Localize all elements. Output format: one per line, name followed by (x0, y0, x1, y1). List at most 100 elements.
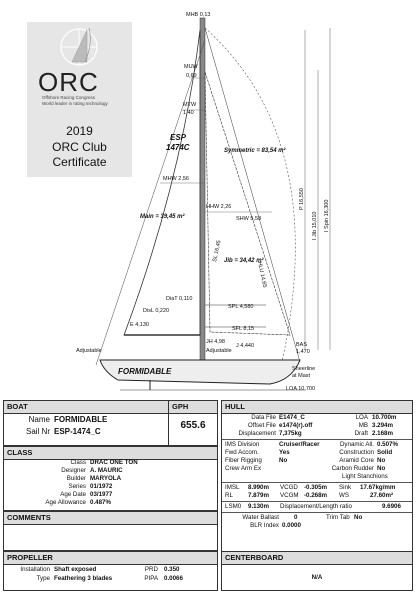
hull-label-aramid-core: Aramid Core (339, 457, 374, 464)
label-mhb: MHB 0,13 (186, 12, 210, 18)
hull-label-vcgm: VCGM (280, 492, 299, 499)
certificate-title: ORC Club (52, 140, 107, 154)
hull-value-aramid-core: No (377, 457, 386, 464)
hull-value-imsl: 8.990m (248, 484, 269, 491)
hull-value-carbon-rudder: No (377, 465, 386, 472)
label-muw: MUW (184, 64, 199, 70)
hull-label-mb: MB (358, 422, 368, 429)
hull-value-rl: 7.879m (248, 492, 269, 499)
hull-label-fwd-accom: Fwd Accom. (225, 449, 259, 456)
label-sheerline: Sheerline (292, 366, 315, 372)
hull-value-sink: 17.67kg/mm (360, 484, 396, 491)
hull-value-mb: 3.294m (372, 422, 393, 429)
propeller-panel: PROPELLER Installation Shaft exposed PRD… (3, 551, 218, 591)
hull-value-construction: Solid (377, 449, 393, 456)
label-shw: SHW 5,58 (236, 216, 261, 222)
label-mhw: MHW 2,56 (163, 176, 189, 182)
hull-value-ws: 27.60m² (370, 492, 394, 499)
comments-header: COMMENTS (4, 512, 217, 525)
propeller-label-installation: Installation (20, 566, 50, 573)
label-loa: LOA 10,700 (286, 386, 315, 392)
orc-brand: ORC (38, 67, 99, 97)
hull-value-fiber-rigging: No (279, 457, 288, 464)
label-disl: DisL 0,220 (143, 308, 169, 314)
propeller-value-installation: Shaft exposed (54, 566, 97, 573)
hull-label-construction: Construction (339, 449, 374, 456)
hull-label-ratio: Displacement/Length ratio (280, 503, 352, 510)
hull-label-blr: BLR Index (250, 522, 279, 529)
hull-label-loa: LOA (355, 414, 368, 421)
hull-value-fwd-accom: Yes (279, 449, 290, 456)
class-value-builder: MARYOLA (90, 475, 122, 482)
centerboard-header: CENTERBOARD (222, 552, 412, 565)
boat-name-label: Name (28, 415, 50, 424)
hull-value-blr: 0.0000 (282, 522, 301, 529)
class-label-age-allowance: Age Allowance (45, 499, 86, 506)
label-jib-area: Jib = 34,42 m² (224, 257, 265, 264)
class-label-age-date: Age Date (60, 491, 86, 498)
label-sail-id-1: ESP (170, 133, 187, 142)
hull-panel: HULL Data File E1474_C LOA 10.700m Offse… (221, 400, 413, 579)
gph-panel: GPH 655.6 (168, 400, 218, 446)
sail-number-value: ESP-1474_C (54, 427, 101, 436)
hull-value-draft: 2.168m (372, 430, 393, 437)
label-mtw: MTW (183, 102, 197, 108)
hull-label-crew-arm: Crew Arm Ex (225, 465, 262, 472)
centerboard-box: CENTERBOARD N/A (221, 551, 413, 591)
certificate-year: 2019 (66, 124, 93, 138)
hull-label-data-file: Data File (251, 414, 276, 421)
label-adjustable-1: Adjustable (76, 348, 102, 354)
hull-value-water-ballast: 0 (294, 514, 298, 521)
label-e: E 4,130 (130, 322, 149, 328)
propeller-value-pipa: 0.0066 (164, 575, 183, 582)
hull-label-trim-tab: Trim Tab (326, 514, 350, 521)
label-muw-value: 0,69 (186, 73, 197, 79)
propeller-label-pipa: PIPA (144, 575, 158, 582)
hull-value-ims-division: Cruiser/Racer (279, 441, 320, 448)
propeller-value-prd: 0.350 (164, 566, 180, 573)
label-main-area: Main = 39,45 m² (140, 213, 186, 220)
orc-sail-emblem-icon (60, 27, 98, 66)
class-value-series: 01/1972 (90, 483, 113, 490)
hull-value-offset-file: e1474(r).off (279, 422, 313, 429)
hull-label-ws: WS (339, 492, 349, 499)
label-bas-value: 1,470 (296, 349, 310, 355)
comments-panel: COMMENTS (3, 511, 218, 551)
hull-label-rl: RL (225, 492, 233, 499)
label-ispin: I Spin 16,300 (324, 200, 330, 232)
hull-label-water-ballast: Water Ballast (242, 514, 279, 521)
label-bas: BAS (296, 342, 307, 348)
sail-plan-drawing: MHB 0,13 MUW 0,69 MTW 1,40 ESP 1474C Sym… (76, 12, 331, 392)
class-header: CLASS (4, 447, 217, 460)
hull-label-lsm0: LSM0 (225, 503, 242, 510)
class-label-class: Class (70, 459, 86, 466)
label-adjustable-2: Adjustable (206, 348, 232, 354)
class-value-class: DRAC ONE TON (90, 459, 138, 466)
label-hlu: HLU 14,65 (256, 261, 267, 288)
hull-label-fiber-rigging: Fiber Rigging (225, 457, 262, 464)
hull-value-ratio: 9.6906 (382, 503, 401, 510)
hull-header: HULL (222, 401, 412, 414)
label-j: J 4,440 (236, 343, 254, 349)
orc-tagline-2: World leader in rating technology (42, 101, 108, 106)
hull-label-carbon-rudder: Carbon Rudder (331, 465, 374, 472)
certificate-word: Certificate (52, 155, 107, 169)
hull-label-imsl: IMSL (225, 484, 240, 491)
class-label-builder: Builder (66, 475, 86, 482)
label-ijib: I Jib 15,010 (312, 212, 318, 240)
label-at-mast: at Mast (292, 373, 311, 379)
boat-header: BOAT (4, 401, 168, 414)
label-jh: JH 4,98 (206, 339, 225, 345)
boat-panel: BOAT Name FORMIDABLE Sail Nr ESP-1474_C (3, 400, 169, 446)
label-sl: SL 16,45 (212, 240, 222, 263)
label-symmetric: Symmetric = 83,54 m² (224, 147, 287, 154)
label-p: P 16,550 (299, 188, 305, 210)
label-hhw: HHW 2,26 (206, 204, 231, 210)
propeller-header: PROPELLER (4, 552, 217, 565)
label-spl: SPL 4,580 (228, 304, 253, 310)
gph-value: 655.6 (180, 420, 206, 431)
hull-label-draft: Draft (354, 430, 368, 437)
class-label-series: Series (68, 483, 86, 490)
centerboard-value: N/A (311, 574, 323, 581)
hull-value-data-file: E1474_C (279, 414, 305, 421)
